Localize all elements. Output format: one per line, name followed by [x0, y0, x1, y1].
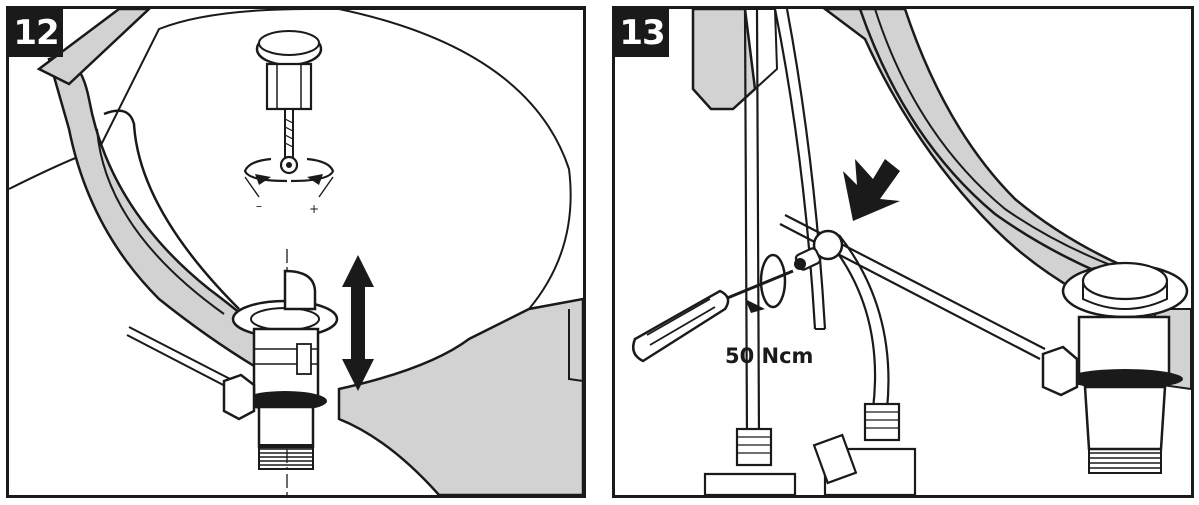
valve-left-body	[703, 472, 797, 495]
drain-body	[1077, 315, 1171, 379]
rotate-ring	[759, 253, 787, 309]
basin-inner-curve	[338, 9, 572, 310]
torque-label: 50 Ncm	[725, 344, 814, 368]
counter-gray	[337, 297, 583, 495]
step-13-panel: 13	[612, 6, 1194, 498]
step-12-panel: 12	[6, 6, 586, 498]
step-number-badge: 12	[9, 9, 63, 57]
plug-stem-cage	[265, 62, 313, 111]
hose-right	[826, 238, 877, 410]
step-12-illustration	[9, 9, 583, 495]
counter-edge	[568, 309, 583, 382]
valve-handle	[812, 433, 858, 485]
overflow-channel	[103, 109, 240, 310]
minus-sign: –	[256, 199, 262, 213]
rotate-right-arrow-icon	[290, 157, 335, 183]
rotate-left-arrow-icon	[243, 157, 288, 183]
lower-body	[257, 405, 315, 449]
lock-nut	[1067, 369, 1183, 389]
lower-body	[1083, 385, 1167, 451]
step-13-illustration	[632, 9, 1191, 495]
side-nut	[1041, 345, 1079, 397]
screwdriver-shaft	[719, 269, 794, 303]
overflow-channel-inner	[96, 128, 225, 315]
basin-rim-gray	[36, 9, 151, 86]
up-down-arrow-icon	[342, 255, 374, 391]
pop-up-rod-lower	[126, 334, 232, 390]
push-down-arrow-icon	[843, 159, 900, 221]
screwdriver-handle	[632, 289, 730, 363]
side-nut	[222, 373, 256, 421]
plus-sign: +	[309, 202, 320, 216]
thread	[259, 448, 313, 466]
drain-flange-inner	[250, 307, 320, 331]
basin-outline	[9, 9, 583, 190]
valve-left-nut	[735, 427, 773, 467]
plug-half	[283, 269, 317, 311]
pop-up-rod	[128, 326, 235, 382]
mounting-bracket-gray	[691, 9, 757, 111]
plug-spindle	[284, 108, 294, 160]
drain-window	[296, 343, 312, 375]
rod-clamp	[812, 229, 844, 261]
hose-middle	[773, 9, 817, 330]
hose-left	[743, 9, 749, 440]
step-number-badge: 13	[615, 9, 669, 57]
valve-right-nut	[863, 402, 901, 442]
drain-plug	[1081, 261, 1169, 301]
